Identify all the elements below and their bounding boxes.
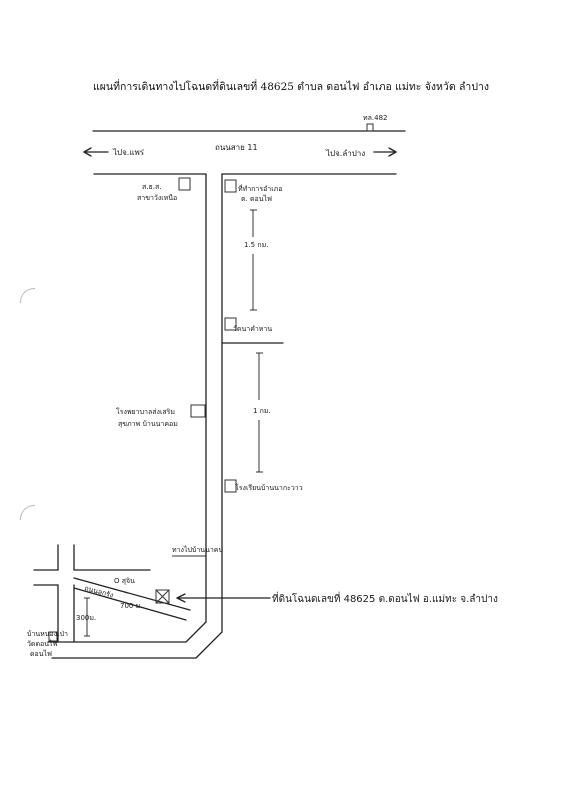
route-marker-box <box>366 123 374 132</box>
bottom-road-outer <box>51 559 223 659</box>
school-icon <box>224 479 237 493</box>
arrow-left-icon <box>83 147 92 157</box>
to-phrae-label: ไปจ.แพร่ <box>112 148 145 157</box>
temple-icon <box>224 317 237 331</box>
district-office-label-2: ต. ดอนไฟ <box>241 194 272 203</box>
baac-label-1: ส.ธ.ส. <box>142 183 162 191</box>
distance-1km-label: 1 กม. <box>253 407 271 415</box>
district-office-icon <box>224 179 237 193</box>
map-title: แผนที่การเดินทางไปโฉนดที่ดินเลขที่ 48625… <box>92 81 490 93</box>
distance-1-5km-label: 1.5 กม. <box>244 241 268 249</box>
village-label-1: บ้านหนองเป่า <box>27 630 68 638</box>
laterite-road-label: ถนนลูกรัง <box>83 584 114 599</box>
village-label-2: วัดดอนไฟ <box>27 639 58 648</box>
parcel-label: ที่ดินโฉนดเลขที่ 48625 ต.ดอนไฟ อ.แม่ทะ จ… <box>272 591 498 605</box>
distance-300m-label: 300ม. <box>76 614 96 622</box>
district-office-label-1: ที่ทำการอำเภอ <box>238 184 282 193</box>
hospital-label-2: สุขภาพ บ้านนาคอม <box>118 420 178 428</box>
hospital-icon <box>190 404 206 418</box>
parcel-arrow-icon <box>176 593 186 603</box>
baac-building-icon <box>178 177 191 191</box>
village-label-3: ดอนไฟ <box>30 649 52 658</box>
distance-700m-label: 700 ม. <box>120 602 142 610</box>
highway-label: ถนนสาย 11 <box>215 143 258 152</box>
laterite-road-top <box>73 577 191 611</box>
bottom-road-inner <box>47 559 207 643</box>
hospital-label-1: โรงพยาบาลส่งเสริม <box>116 407 175 416</box>
baac-label-2: สาขาวังเหนือ <box>137 194 177 202</box>
parcel-marker-icon <box>155 589 170 604</box>
parcel-cross-2 <box>155 589 170 604</box>
route-marker-label: ทล.482 <box>363 114 388 122</box>
punch-hole-mark <box>20 505 35 520</box>
shop-label: ทางไปบ้านนาคป <box>172 545 223 554</box>
punch-hole-mark <box>20 288 35 303</box>
village-temple-icon <box>48 631 58 642</box>
laterite-road-bottom <box>73 587 187 621</box>
house-label: O สุจิน <box>114 577 135 585</box>
arrow-right-icon <box>388 147 397 157</box>
temple-label: วัดนาคำหาน <box>233 325 272 333</box>
to-lampang-label: ไปจ.ลำปาง <box>325 149 365 158</box>
school-label: โรงเรียนบ้านนากะวาว <box>235 483 303 492</box>
